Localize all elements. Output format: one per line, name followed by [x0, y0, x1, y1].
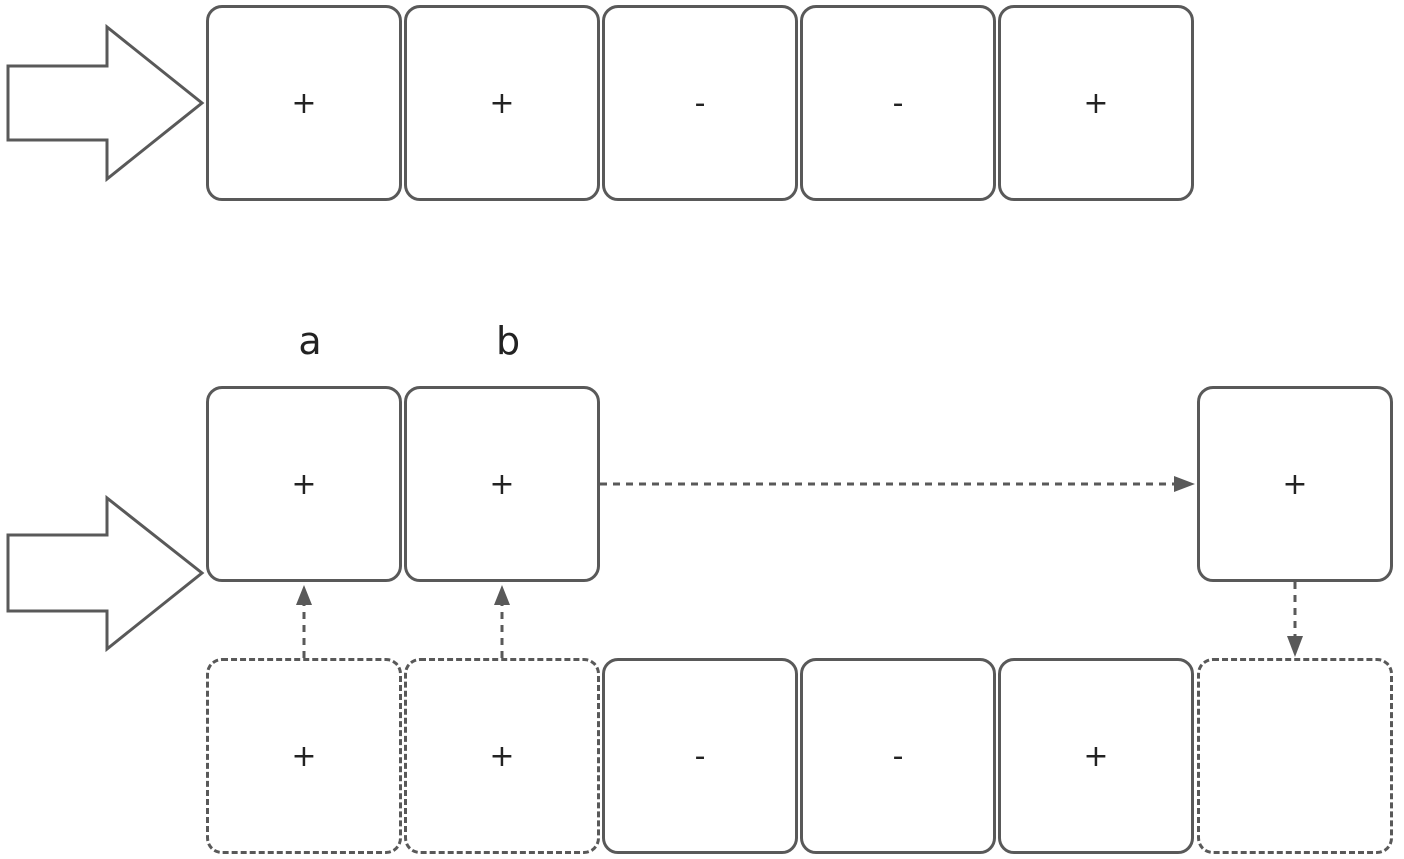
top-cell-3: - — [602, 5, 798, 201]
top-cell-4: - — [800, 5, 996, 201]
bottom-cell-1: + — [206, 658, 402, 854]
bottom-cell-6-empty — [1197, 658, 1393, 854]
bottom-cell-3: - — [602, 658, 798, 854]
cell-symbol: - — [892, 86, 904, 121]
top-cell-5: + — [998, 5, 1194, 201]
input-arrow-top — [6, 23, 205, 183]
dashed-arrow-up-b — [494, 585, 510, 658]
cell-symbol: + — [489, 739, 515, 774]
top-cell-2: + — [404, 5, 600, 201]
label-b: b — [495, 319, 521, 363]
cell-symbol: + — [291, 86, 317, 121]
cell-symbol: + — [1083, 739, 1109, 774]
middle-cell-a: + — [206, 386, 402, 582]
cell-symbol: - — [694, 739, 706, 774]
cell-symbol: + — [1282, 467, 1308, 502]
label-a: a — [298, 319, 322, 363]
dashed-arrow-up-a — [296, 585, 312, 658]
moved-cell: + — [1197, 386, 1393, 582]
cell-symbol: + — [291, 739, 317, 774]
cell-symbol: - — [694, 86, 706, 121]
middle-cell-b: + — [404, 386, 600, 582]
dashed-arrow-down — [1287, 582, 1303, 657]
cell-symbol: + — [291, 467, 317, 502]
cell-symbol: + — [1083, 86, 1109, 121]
cell-symbol: + — [489, 467, 515, 502]
bottom-cell-5: + — [998, 658, 1194, 854]
bottom-cell-2: + — [404, 658, 600, 854]
input-arrow-bottom — [6, 494, 205, 653]
cell-symbol: - — [892, 739, 904, 774]
cell-symbol: + — [489, 86, 515, 121]
bottom-cell-4: - — [800, 658, 996, 854]
top-cell-1: + — [206, 5, 402, 201]
dashed-arrow-right — [600, 476, 1195, 492]
